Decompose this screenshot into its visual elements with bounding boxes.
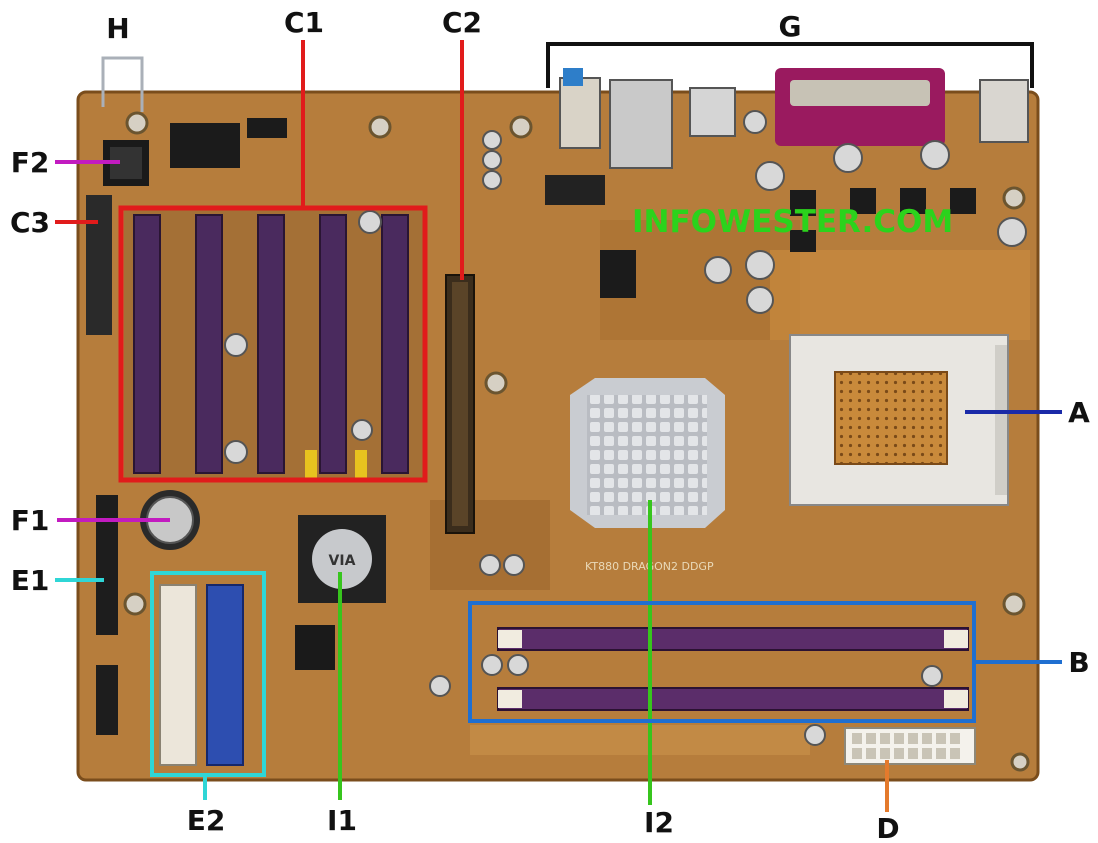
chipset-heatsink: [570, 378, 725, 528]
label-b: B: [1068, 646, 1089, 679]
label-c3: C3: [10, 206, 50, 239]
label-d: D: [876, 812, 899, 843]
watermark: INFOWESTER.COM: [632, 204, 953, 240]
rear-io-panel: [545, 68, 1029, 205]
vrm-components: [170, 110, 1027, 314]
label-e2: E2: [187, 804, 226, 837]
callout-h-bracket: [101, 56, 144, 112]
callout-g-bracket: [546, 42, 1034, 88]
label-c1: C1: [284, 6, 324, 39]
label-a: A: [1068, 396, 1090, 429]
label-c2: C2: [442, 6, 482, 39]
callout-b-box: [468, 601, 1062, 723]
mounting-holes: [123, 111, 1030, 772]
label-f1: F1: [11, 504, 50, 537]
label-i1: I1: [327, 804, 357, 837]
callout-c1-box: [118, 40, 428, 483]
callout-e2-box: [150, 571, 266, 800]
dimm-slots: [429, 554, 969, 746]
label-h: H: [106, 12, 129, 45]
label-f2: F2: [11, 146, 50, 179]
atx-power-connector: [844, 727, 976, 765]
ide-connectors: [159, 584, 244, 766]
label-e1: E1: [11, 564, 50, 597]
cpu-socket: [789, 334, 1009, 506]
label-g: G: [779, 10, 802, 43]
pci-slots: [124, 210, 426, 480]
label-i2: I2: [644, 806, 674, 839]
front-panel-header: [96, 495, 118, 735]
agp-slot: [445, 274, 475, 534]
north-bridge-logo: VIA: [329, 553, 356, 569]
floppy-connector: [86, 195, 112, 335]
